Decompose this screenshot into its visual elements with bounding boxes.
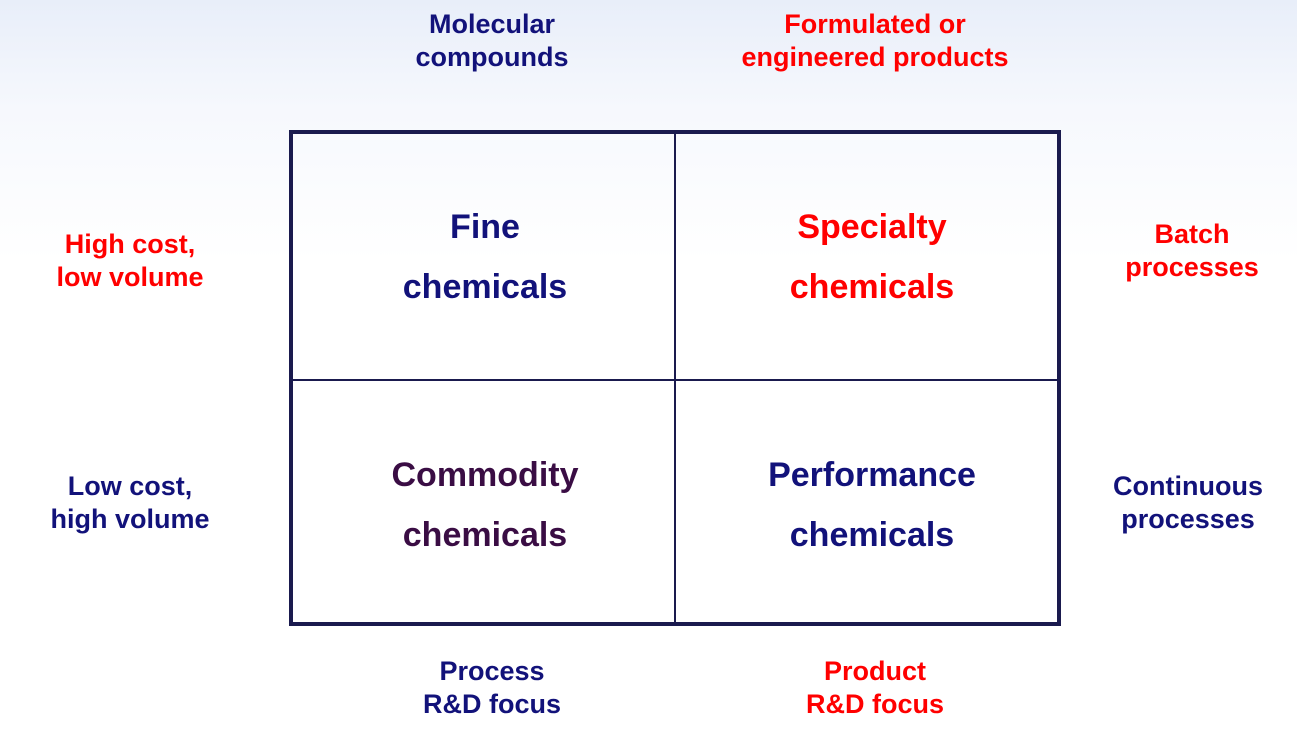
label-high-cost-low-volume: High cost, low volume bbox=[18, 228, 242, 294]
cell-performance-chemicals: Performance chemicals bbox=[712, 446, 1032, 565]
label-process-rd-focus: Process R&D focus bbox=[392, 655, 592, 721]
cell-line: chemicals bbox=[789, 515, 955, 554]
label-line: Molecular bbox=[428, 9, 556, 39]
grid-vertical-divider bbox=[674, 132, 676, 624]
label-line: Formulated or bbox=[784, 9, 966, 39]
cell-line: chemicals bbox=[402, 515, 568, 554]
cell-specialty-chemicals: Specialty chemicals bbox=[722, 198, 1022, 317]
label-line: compounds bbox=[415, 41, 569, 72]
label-line: Batch bbox=[1154, 219, 1230, 249]
cell-line: Performance bbox=[768, 456, 976, 494]
cell-line: Fine bbox=[450, 208, 520, 246]
label-line: processes bbox=[1125, 251, 1259, 282]
label-line: High cost, bbox=[64, 229, 196, 259]
label-low-cost-high-volume: Low cost, high volume bbox=[8, 470, 252, 536]
label-line: Continuous bbox=[1113, 471, 1263, 501]
label-line: R&D focus bbox=[805, 688, 944, 719]
label-line: Low cost, bbox=[67, 471, 193, 501]
label-molecular-compounds: Molecular compounds bbox=[392, 8, 592, 74]
cell-line: Commodity bbox=[391, 456, 579, 494]
label-line: engineered products bbox=[741, 41, 1009, 72]
cell-line: Specialty bbox=[797, 208, 947, 246]
label-line: low volume bbox=[56, 261, 204, 292]
cell-line: chemicals bbox=[789, 267, 955, 306]
cell-line: chemicals bbox=[402, 267, 568, 306]
label-line: R&D focus bbox=[422, 688, 561, 719]
grid-horizontal-divider bbox=[291, 379, 1059, 381]
cell-commodity-chemicals: Commodity chemicals bbox=[335, 446, 635, 565]
label-line: high volume bbox=[50, 503, 210, 534]
label-continuous-processes: Continuous processes bbox=[1080, 470, 1296, 536]
label-line: Product bbox=[823, 656, 926, 686]
label-batch-processes: Batch processes bbox=[1087, 218, 1297, 284]
label-line: processes bbox=[1121, 503, 1255, 534]
label-line: Process bbox=[439, 656, 545, 686]
cell-fine-chemicals: Fine chemicals bbox=[335, 198, 635, 317]
label-product-rd-focus: Product R&D focus bbox=[775, 655, 975, 721]
label-formulated-products: Formulated or engineered products bbox=[700, 8, 1050, 74]
